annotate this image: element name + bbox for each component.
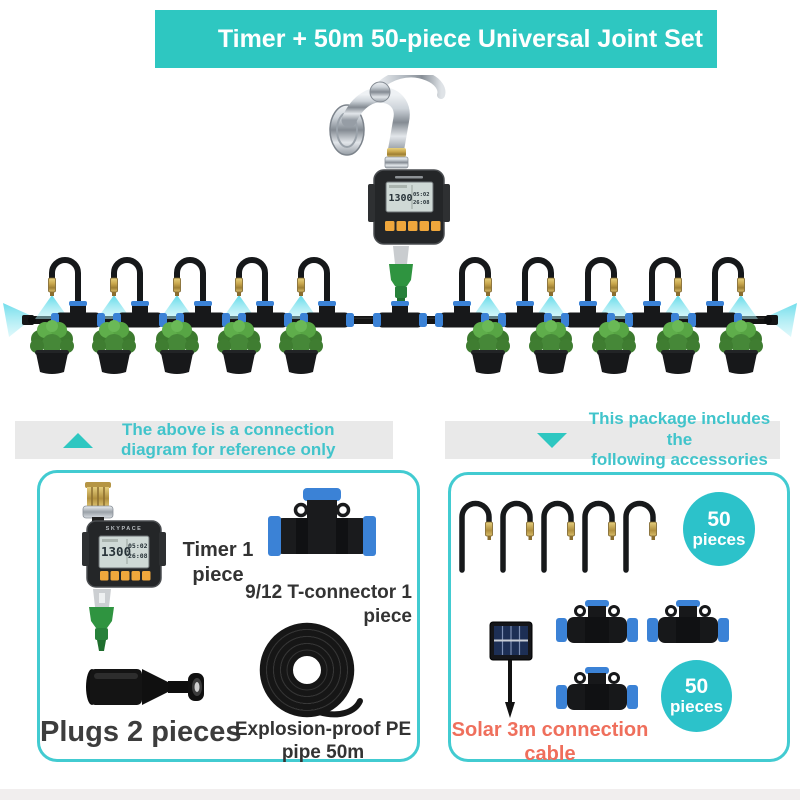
timer-product-lcd	[98, 535, 150, 569]
timer-lcd-readout: 1300 05:02 26:08	[388, 188, 432, 210]
accessories-art	[448, 472, 731, 718]
package-note-line1: This package includes the	[588, 409, 771, 449]
irrigation-timer	[368, 169, 450, 314]
timer-brand: SKYPACE	[105, 526, 143, 532]
tees-count-badge: 50 pieces	[661, 660, 732, 732]
connection-diagram	[3, 75, 797, 374]
reference-note-banner: The above is a connection diagram for re…	[15, 419, 393, 459]
package-contents-art	[82, 482, 376, 718]
triangle-up-icon	[63, 432, 93, 448]
t-connector-product	[268, 488, 376, 556]
hook-stakes	[462, 504, 657, 571]
pe-pipe-label: Explosion-proof PE pipe 50m	[234, 719, 412, 763]
end-sprayer-left	[3, 303, 36, 337]
timer-label: Timer 1 piece	[182, 539, 254, 586]
plugs-label: Plugs 2 pieces	[40, 716, 242, 748]
t-connector-label: 9/12 T-connector 1 piece	[245, 582, 412, 627]
title-text: Timer + 50m 50-piece Universal Joint Set	[217, 25, 703, 53]
timer-product	[82, 482, 166, 651]
end-sprayer-right	[764, 303, 797, 337]
faucet-handle	[372, 75, 446, 99]
triangle-down-icon	[537, 432, 567, 448]
pipe-tee-connectors	[51, 301, 742, 328]
timer-buttons	[385, 221, 441, 231]
pe-pipe-coil-product	[259, 622, 363, 718]
hooks-count-badge: 50 pieces	[683, 492, 755, 566]
timer-product-lcd-readout: 1300 05:02 26:08	[101, 542, 148, 560]
bottom-strip	[0, 789, 800, 800]
plug-product	[86, 669, 204, 705]
reference-note-line1: The above is a connection	[121, 419, 335, 439]
solar-panel	[489, 621, 533, 718]
timer-lcd	[385, 181, 434, 213]
timer-lcd-value: 1300	[388, 193, 413, 204]
reference-note-line2: diagram for reference only	[121, 440, 336, 459]
timer-product-buttons	[100, 571, 151, 581]
faucet	[329, 75, 446, 169]
potted-plants	[30, 320, 763, 374]
title-banner: Timer + 50m 50-piece Universal Joint Set	[155, 10, 717, 68]
package-note-banner: This package includes the following acce…	[445, 409, 780, 469]
package-note-line2: following accessories	[591, 450, 768, 470]
solar-cable-label: Solar 3m connection cable	[451, 719, 649, 765]
